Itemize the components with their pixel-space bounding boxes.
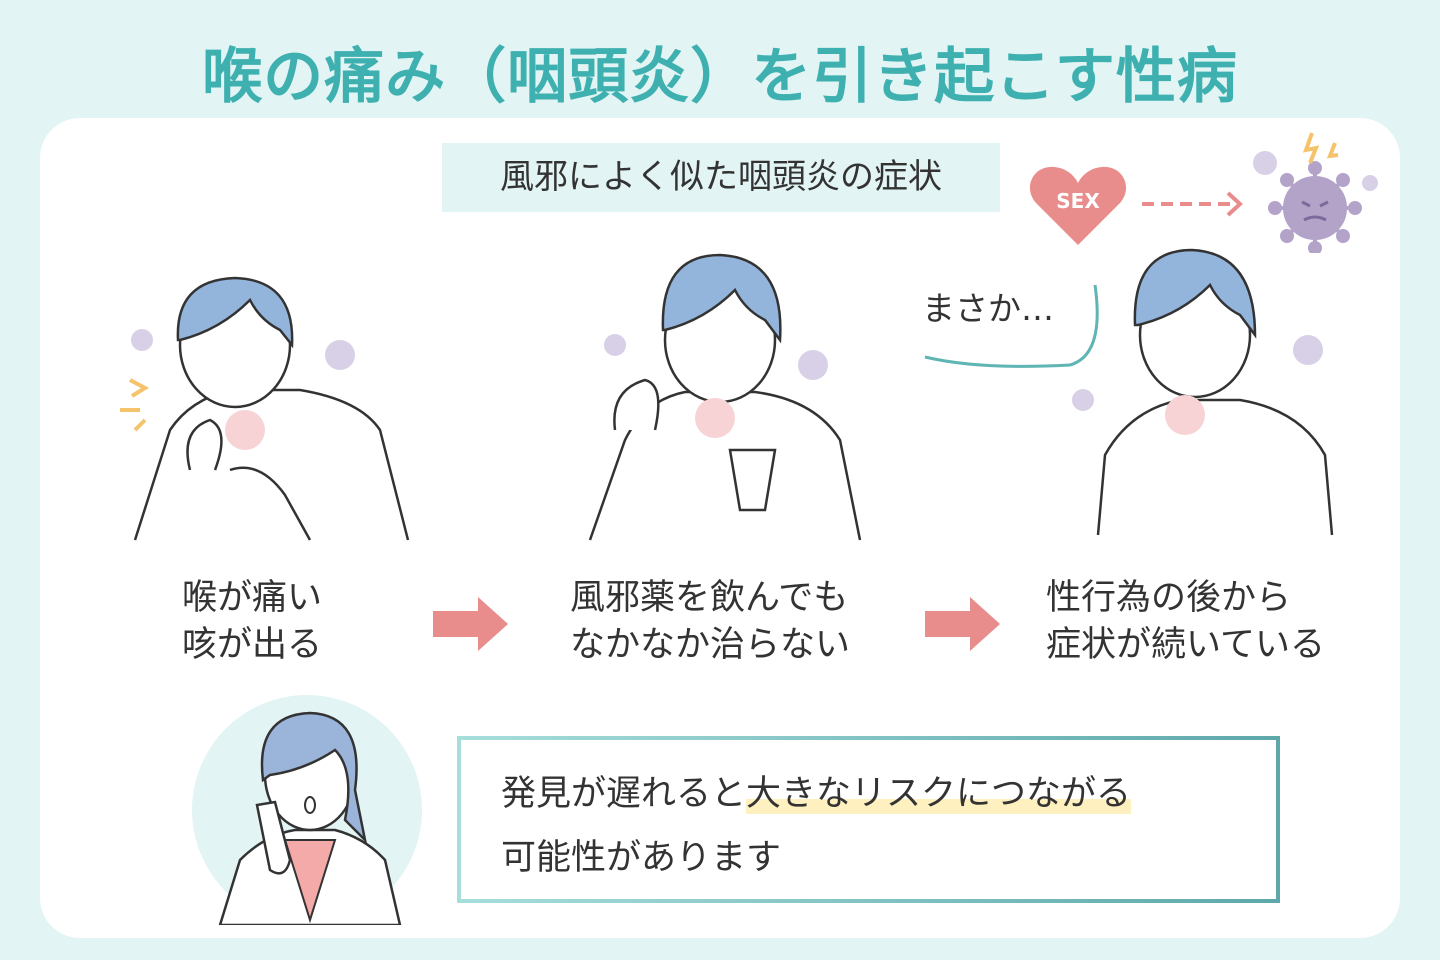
thought-line <box>924 284 1099 368</box>
message-highlight: 大きなリスクにつながる <box>746 774 1132 814</box>
step-2-line2: なかなか治らない <box>570 625 851 665</box>
message-box: 発見が遅れると大きなリスクにつながる 可能性があります <box>457 736 1280 903</box>
dashed-arrow-icon <box>1142 191 1243 217</box>
step-3-caption: 性行為の後から 症状が続いている <box>1046 575 1325 669</box>
subtitle: 風邪によく似た咽頭炎の症状 <box>442 143 1000 212</box>
step-2-line1: 風邪薬を飲んでも <box>570 578 849 618</box>
step-1-line2: 咳が出る <box>182 625 323 665</box>
person-worried-illustration <box>1072 248 1334 536</box>
message-part1: 発見が遅れると <box>501 774 747 814</box>
step-1-caption: 喉が痛い 咳が出る <box>182 575 322 669</box>
arrow-right-icon <box>433 597 508 651</box>
doctor-illustration <box>218 711 402 925</box>
page-title: 喉の痛み（咽頭炎）を引き起こす性病 <box>202 42 1238 112</box>
person-coughing-illustration <box>120 276 410 541</box>
step-2-caption: 風邪薬を飲んでも なかなか治らない <box>570 575 850 669</box>
virus-icon <box>1253 132 1378 253</box>
arrow-right-icon <box>925 597 1000 651</box>
step-3-line2: 症状が続いている <box>1046 625 1325 665</box>
message-line2: 可能性があります <box>501 838 782 878</box>
person-taking-medicine-illustration <box>588 253 862 541</box>
thought-text: まさか… <box>922 289 1054 328</box>
step-1-line1: 喉が痛い <box>182 578 323 618</box>
step-3-line1: 性行為の後から <box>1046 578 1292 618</box>
heart-label: SEX <box>1056 189 1100 213</box>
heart-icon: SEX <box>1028 163 1128 248</box>
